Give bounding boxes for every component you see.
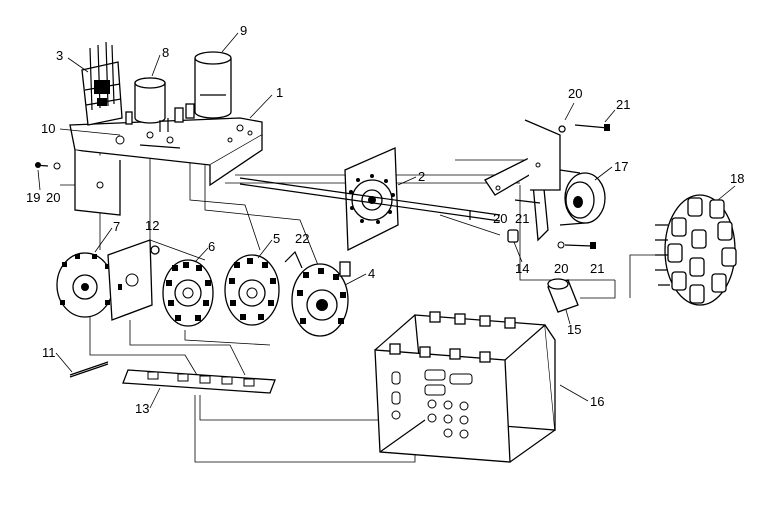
part-22-clip (284, 250, 303, 269)
callout-21: 21 (616, 97, 630, 112)
part-16-cage (374, 311, 556, 463)
callout-labels: 1 2 3 4 5 6 7 8 9 10 11 12 13 14 15 16 1… (26, 23, 744, 416)
callout-10: 10 (41, 121, 55, 136)
callout-1: 1 (276, 85, 283, 100)
callout-22: 22 (295, 231, 309, 246)
part-9-capacitor (194, 51, 232, 119)
callout-2: 2 (418, 169, 425, 184)
callout-11: 11 (42, 345, 56, 360)
callout-17: 17 (614, 159, 628, 174)
part-4-wafer (291, 261, 351, 337)
callout-21-low: 21 (590, 261, 604, 276)
callout-20-low: 20 (554, 261, 568, 276)
callout-6: 6 (208, 239, 215, 254)
part-11-wire (69, 361, 109, 378)
callout-14: 14 (515, 261, 529, 276)
part-8-capacitor (134, 77, 166, 124)
callout-3: 3 (56, 48, 63, 63)
part-15-sleeve (547, 278, 579, 313)
callout-leaders (37, 32, 736, 409)
callout-8: 8 (162, 45, 169, 60)
part-13-strip (122, 369, 276, 394)
part-14-bushing (507, 229, 519, 243)
part-3-switch (81, 41, 123, 126)
callout-9: 9 (240, 23, 247, 38)
callout-13: 13 (135, 401, 149, 416)
screws-and-washers (34, 124, 610, 249)
part-12-plate (107, 239, 160, 321)
callout-20: 20 (568, 86, 582, 101)
callout-12: 12 (145, 218, 159, 233)
part-6-wafer (162, 259, 214, 327)
callout-20-mid: 20 (493, 211, 507, 226)
chassis-components (125, 103, 195, 132)
callout-7: 7 (113, 219, 120, 234)
callout-20-left: 20 (46, 190, 60, 205)
part-5-wafer (224, 254, 280, 326)
callout-18: 18 (730, 171, 744, 186)
part-7-wafer (56, 252, 114, 318)
part-18-knob-cluster (655, 194, 737, 306)
part-1-chassis (69, 117, 263, 216)
callout-16: 16 (590, 394, 604, 409)
part-2-bracket (344, 147, 399, 252)
callout-15: 15 (567, 322, 581, 337)
part-17-motor (484, 119, 606, 242)
drive-shaft (239, 177, 501, 222)
callout-5: 5 (273, 231, 280, 246)
callout-4: 4 (368, 266, 375, 281)
callout-21-mid: 21 (515, 211, 529, 226)
callout-19: 19 (26, 190, 40, 205)
